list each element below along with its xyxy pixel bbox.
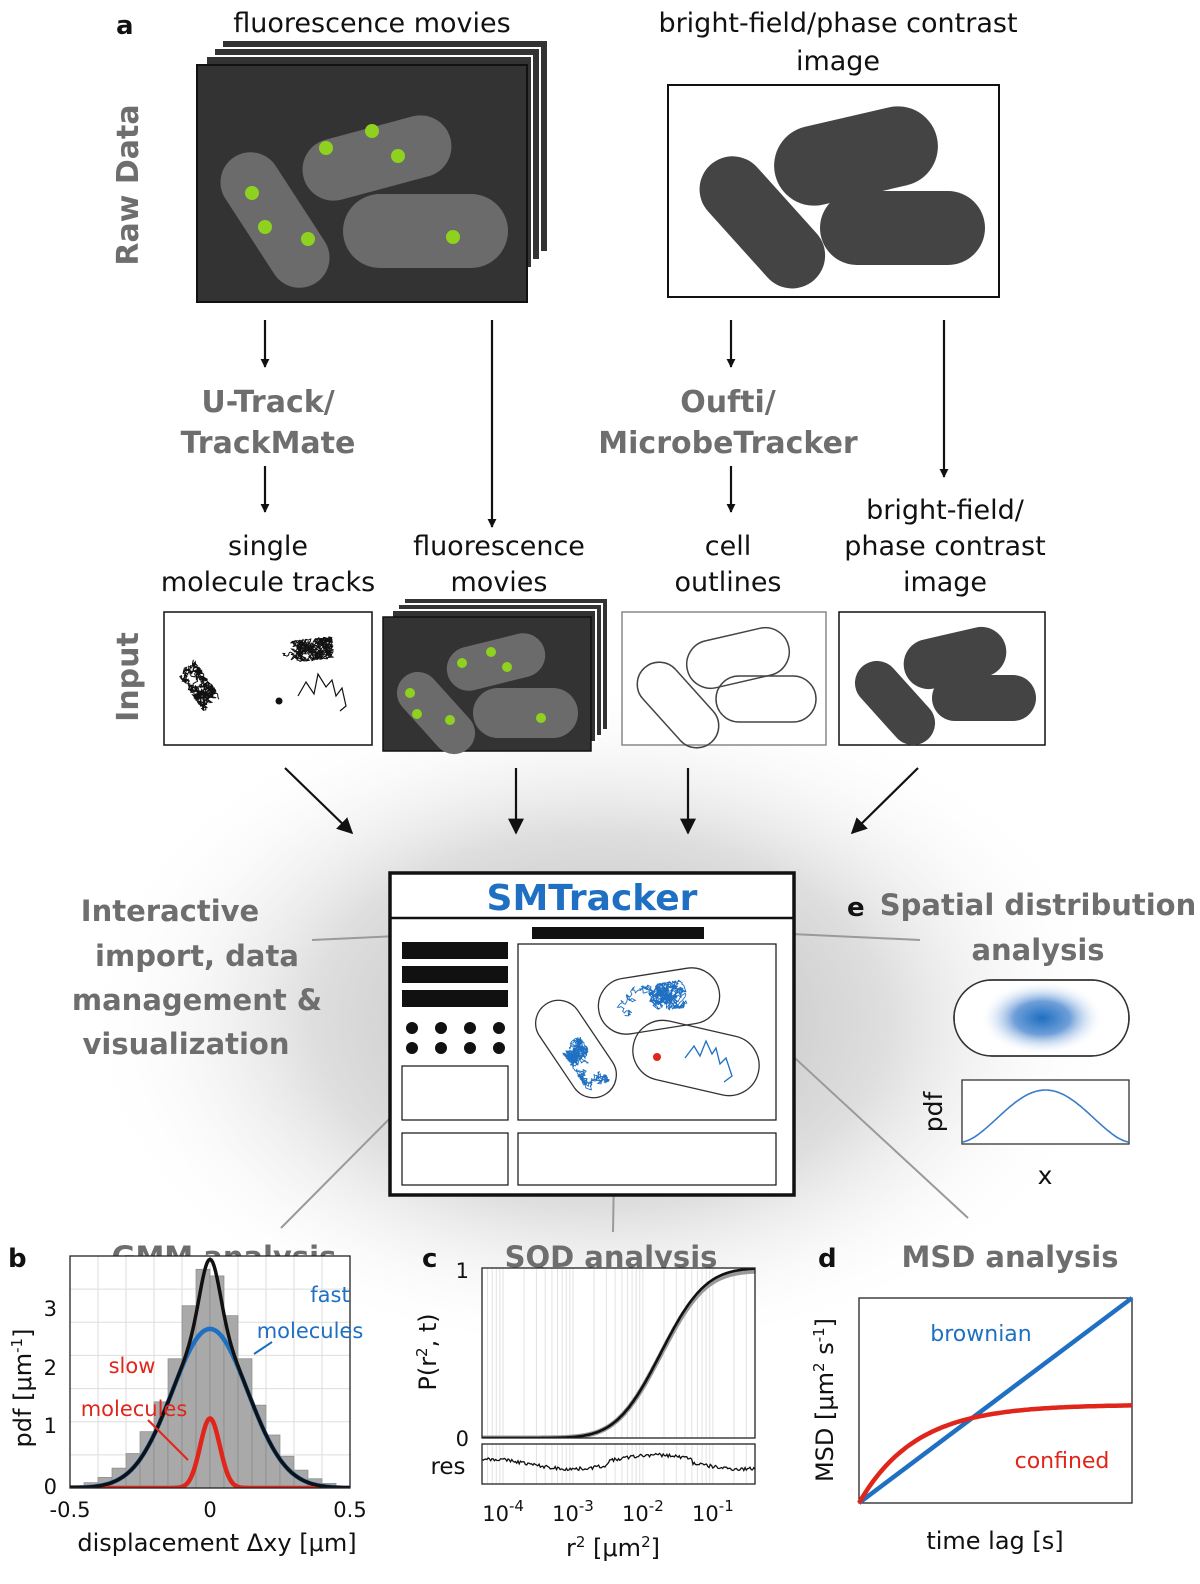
sqd-xtick-1e-3: 10-3 (552, 1497, 594, 1526)
input-bf-label-line3: image (903, 567, 987, 598)
smtracker-window: SMTracker (388, 871, 796, 1197)
sqd-ylabel: P(r2, t) (413, 1313, 442, 1390)
msd-brownian-line (857, 1296, 1134, 1505)
msd-chart (857, 1296, 1134, 1505)
interactive-label-line2: import, data (95, 939, 299, 973)
panel-label-a: a (116, 11, 134, 41)
gmm-xtick-neg: -0.5 (50, 1498, 91, 1522)
interactive-label-line4: visualization (82, 1027, 289, 1061)
gmm-fast-pointer (253, 1341, 273, 1355)
raw-fluorescence-movie-stack (196, 39, 549, 303)
workflow-arrows-upper (260, 320, 949, 528)
gmm-ytick-3: 3 (44, 1297, 57, 1321)
gmm-fast-label-line1: fast (310, 1283, 349, 1307)
gmm-ytick-1: 1 (44, 1414, 57, 1438)
sqd-xtick-1e-4: 10-4 (482, 1497, 524, 1526)
gmm-xtick-zero: 0 (203, 1498, 216, 1522)
sqd-chart (481, 1267, 756, 1485)
msd-xlabel: time lag [s] (926, 1527, 1063, 1555)
gmm-xtick-pos: 0.5 (333, 1498, 366, 1522)
msd-title: MSD analysis (901, 1240, 1118, 1274)
gmm-histogram-bar (237, 1358, 253, 1488)
gmm-chart (69, 1255, 351, 1489)
sqd-residuals (481, 1452, 756, 1472)
oufti-label-line2: MicrobeTracker (598, 426, 858, 461)
input-tracks-label-line2: molecule tracks (161, 567, 375, 598)
spatial-pdf-plot (961, 1079, 1130, 1145)
gmm-xlabel: displacement Δxy [μm] (77, 1529, 356, 1557)
workflow-arrows-lower (284, 767, 919, 835)
input-fluo-label-line1: fluorescence (413, 531, 585, 562)
input-bright-field-image (838, 611, 1046, 746)
msd-ylabel: MSD [μm2 s-1] (810, 1318, 839, 1482)
panel-label-c: c (422, 1244, 437, 1274)
spatial-title-line1: Spatial distribution (880, 888, 1196, 922)
interactive-label-line3: management & (72, 983, 322, 1017)
raw-bright-field-image (667, 84, 1000, 298)
spatial-xlabel: x (1038, 1161, 1053, 1190)
sqd-ytick-0: 0 (456, 1427, 469, 1451)
raw-data-side-label: Raw Data (111, 104, 146, 265)
input-side-label: Input (111, 632, 146, 722)
utrack-label-line2: TrackMate (181, 426, 356, 461)
oufti-label-line1: Oufti/ (680, 385, 776, 420)
gmm-ylabel: pdf [μm-1] (8, 1329, 37, 1448)
smtracker-title: SMTracker (487, 878, 698, 919)
gmm-slow-label-line2: molecules (81, 1397, 188, 1421)
gmm-slow-label-line1: slow (109, 1354, 156, 1378)
spatial-cell-heatmap (953, 979, 1130, 1057)
input-fluorescence-movie-stack (382, 597, 609, 755)
msd-confined-curve (857, 1403, 1132, 1505)
sqd-xtick-1e-2: 10-2 (622, 1497, 664, 1526)
input-bf-label-line2: phase contrast (844, 531, 1045, 562)
input-tracks-label-line1: single (228, 531, 308, 562)
gmm-histogram-bar (167, 1358, 183, 1488)
raw-fluo-title: fluorescence movies (233, 8, 510, 39)
msd-confined-label: confined (1015, 1449, 1110, 1474)
raw-bf-title-line2: image (796, 46, 880, 77)
spatial-ylabel: pdf (919, 1091, 948, 1133)
gmm-ytick-0: 0 (44, 1475, 57, 1499)
gmm-fast-label-line2: molecules (257, 1319, 364, 1343)
input-tracks-image (163, 611, 373, 746)
gmm-slow-pointer (147, 1419, 189, 1461)
sqd-xlabel: r2 [μm2] (566, 1533, 660, 1562)
input-cell-outlines-image (621, 611, 827, 749)
gmm-slow-curve (70, 1415, 350, 1488)
utrack-label-line1: U-Track/ (201, 385, 334, 420)
input-cell-label-line2: outlines (674, 567, 781, 598)
panel-label-d: d (818, 1244, 837, 1274)
raw-bf-title-line1: bright-field/phase contrast (658, 8, 1017, 39)
sqd-residual-label: res (430, 1454, 465, 1480)
gmm-sum-curve (70, 1257, 350, 1488)
input-bf-label-line1: bright-field/ (866, 495, 1025, 526)
input-fluo-label-line2: movies (451, 567, 548, 598)
sqd-ytick-1: 1 (456, 1259, 469, 1283)
panel-label-b: b (8, 1244, 27, 1274)
sqd-fit-curve (482, 1268, 755, 1438)
panel-label-e: e (847, 893, 865, 923)
interactive-label-line1: Interactive (81, 894, 259, 928)
spatial-title-line2: analysis (971, 933, 1104, 967)
msd-brownian-label: brownian (930, 1322, 1031, 1347)
input-cell-label-line1: cell (705, 531, 751, 562)
gmm-ytick-2: 2 (44, 1356, 57, 1380)
sqd-xtick-1e-1: 10-1 (692, 1497, 734, 1526)
